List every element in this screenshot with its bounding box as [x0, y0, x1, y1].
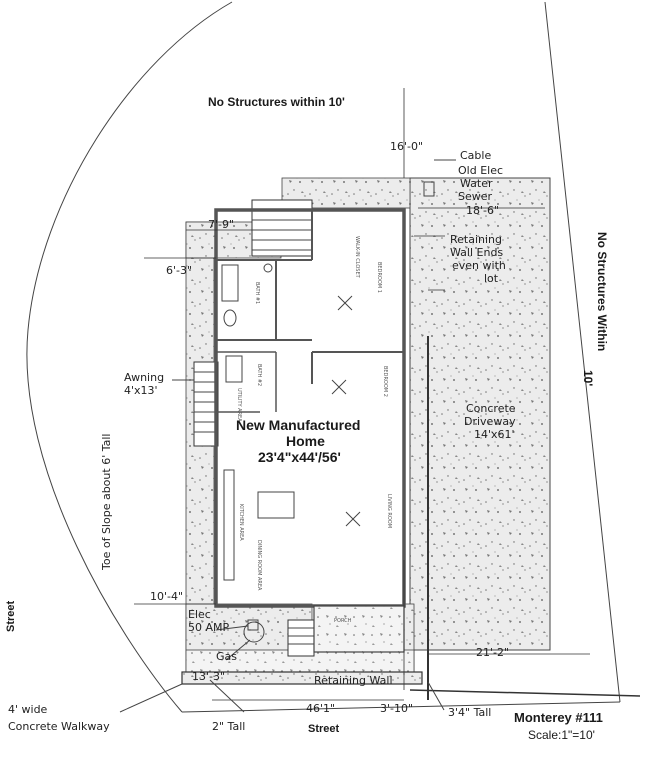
old-elec-label: Old Elec — [458, 164, 503, 177]
driveway-line1: Concrete — [466, 402, 516, 415]
dim-21-2: 21'-2" — [476, 646, 509, 659]
retaining-wall-label: Retaining Wall — [314, 674, 393, 687]
meter-symbols — [243, 159, 456, 643]
stairs-left — [193, 361, 219, 447]
utility-label: UTILITY AREA — [236, 388, 242, 422]
dim-3-4-tall: 3'4" Tall — [448, 706, 491, 719]
street-left-label: Street — [5, 600, 17, 632]
walkway-line2: Concrete Walkway — [8, 720, 110, 733]
dim-6-3: 6'-3" — [166, 264, 192, 277]
driveway-line3: 14'x61' — [474, 428, 515, 441]
kitchen-label: KITCHEN AREA — [238, 504, 244, 541]
bedroom1-label: BEDROOM 1 — [376, 262, 382, 293]
awning-line1: Awning — [124, 371, 164, 384]
bath1-label: BATH #1 — [254, 282, 260, 304]
water-label: Water — [460, 177, 493, 190]
porch-slab — [313, 605, 405, 653]
dimension-lines — [134, 88, 590, 701]
dim-10-4: 10'-4" — [150, 590, 183, 603]
dining-label: DINING ROOM AREA — [256, 540, 262, 591]
elec-line1: Elec — [188, 608, 211, 621]
retaining-note-line1: Retaining — [450, 233, 502, 246]
plan-scale: Scale:1"=10' — [528, 728, 595, 742]
retaining-note-line3: even with — [452, 259, 506, 272]
bath2-label: BATH #2 — [256, 364, 262, 386]
slope-label: Toe of Slope about 6' Tall — [100, 434, 113, 571]
setback-right-line1: No Structures Within — [595, 232, 609, 351]
house-outline — [214, 208, 406, 608]
dim-46-1: 46'1" — [306, 702, 335, 715]
elec-line2: 50 AMP — [188, 621, 230, 634]
street-bottom-label: Street — [308, 723, 340, 735]
walkway-line1: 4' wide — [8, 703, 48, 716]
retaining-note-line2: Wall Ends — [450, 246, 503, 259]
home-line1: New Manufactured — [236, 417, 360, 433]
home-line3: 23'4"x44'/56' — [258, 449, 341, 465]
retaining-note-line4: lot — [484, 272, 499, 285]
plan-title: Monterey #111 — [514, 710, 603, 725]
dim-3-10: 3'-10" — [380, 702, 413, 715]
setback-top-label: No Structures within 10' — [208, 95, 345, 109]
setback-right-line2: 10' — [581, 370, 595, 386]
dim-2-tall: 2" Tall — [212, 720, 245, 733]
dim-7-9: 7'-9" — [208, 218, 234, 231]
gas-label: Gas — [216, 650, 237, 663]
dim-18-6: 18'-6" — [466, 204, 499, 217]
leader-lines — [119, 379, 445, 713]
property-boundary — [26, 1, 621, 713]
awning-line2: 4'x13' — [124, 384, 158, 397]
street-edge — [409, 689, 641, 697]
walkin-label: WALK-IN CLOSET — [354, 236, 360, 279]
porch-label: PORCH — [334, 618, 352, 624]
cable-label: Cable — [460, 149, 491, 162]
dim-13-3: 13'-3" — [192, 670, 225, 683]
dim-16-0: 16'-0" — [390, 140, 423, 153]
stairs-porch — [287, 619, 315, 657]
sewer-label: Sewer — [458, 190, 493, 203]
living-label: LIVING ROOM — [386, 494, 392, 528]
bedroom2-label: BEDROOM 2 — [382, 366, 388, 397]
driveway-line2: Driveway — [464, 415, 516, 428]
home-line2: Home — [286, 433, 325, 449]
